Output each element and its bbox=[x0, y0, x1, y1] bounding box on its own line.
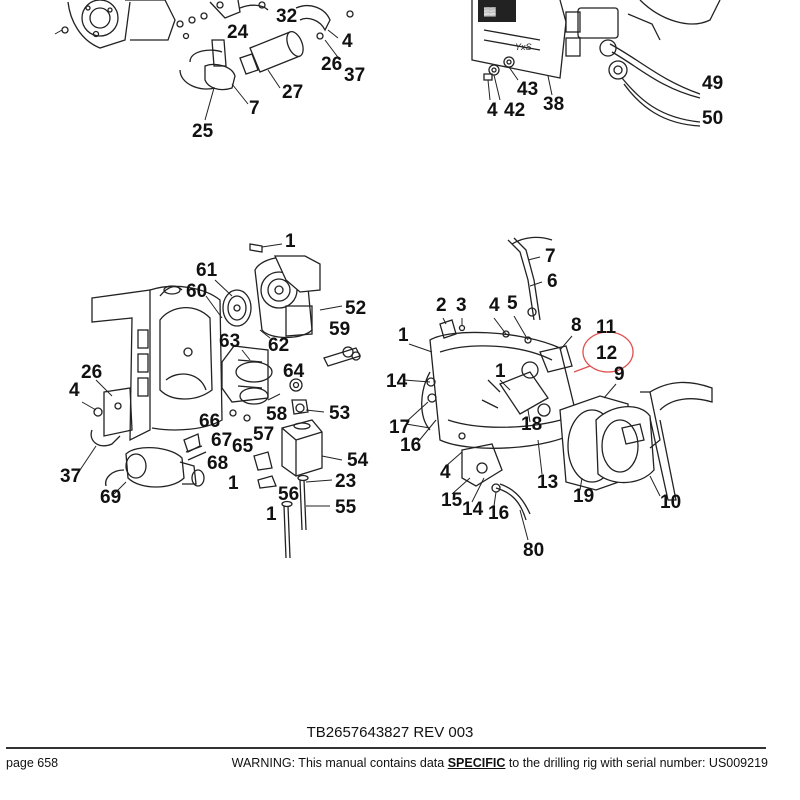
callout-ml-53: 53 bbox=[329, 403, 350, 424]
callout-ml-69: 69 bbox=[100, 487, 121, 508]
callout-tr-49: 49 bbox=[702, 73, 723, 94]
callout-mr-17: 17 bbox=[389, 417, 410, 438]
callout-ml-4: 4 bbox=[69, 380, 80, 401]
callout-ml-26: 26 bbox=[81, 362, 102, 383]
svg-text:▓▓: ▓▓ bbox=[484, 7, 496, 17]
callout-ml-56: 56 bbox=[278, 484, 299, 505]
callout-tl-7: 7 bbox=[249, 98, 260, 119]
callout-mr-11: 11 bbox=[596, 317, 617, 338]
callout-mr-19: 19 bbox=[573, 486, 594, 507]
callout-mr-80: 80 bbox=[523, 540, 544, 561]
footer-warning: WARNING: This manual contains data SPECI… bbox=[232, 756, 768, 770]
callout-ml-67: 67 bbox=[211, 430, 232, 451]
callout-ml-54: 54 bbox=[347, 450, 369, 471]
callout-mr-18: 18 bbox=[521, 414, 542, 435]
callout-tl-24: 24 bbox=[227, 22, 249, 43]
callout-tl-37: 37 bbox=[344, 65, 365, 86]
callout-mr-14: 14 bbox=[386, 371, 408, 392]
page-number: page 658 bbox=[6, 756, 59, 770]
callout-tr-43: 43 bbox=[517, 79, 538, 100]
warning-suffix: to the drilling rig with serial number: … bbox=[505, 756, 768, 770]
callout-ml-60: 60 bbox=[186, 281, 207, 302]
callout-ml-52: 52 bbox=[345, 298, 366, 319]
assembly-top-left bbox=[54, 0, 354, 121]
callout-mr-4: 4 bbox=[489, 295, 500, 316]
callout-mr-10: 10 bbox=[660, 492, 681, 513]
callout-ml-1: 1 bbox=[285, 231, 296, 252]
callout-mr-12: 12 bbox=[596, 343, 617, 364]
callout-mr-16: 16 bbox=[400, 435, 421, 456]
callout-ml-57: 57 bbox=[253, 424, 274, 445]
callout-tl-25: 25 bbox=[192, 121, 214, 142]
callout-ml-59: 59 bbox=[329, 319, 350, 340]
callout-mr-13: 13 bbox=[537, 472, 558, 493]
assembly-middle-right bbox=[403, 236, 713, 541]
callout-tl-26: 26 bbox=[321, 54, 342, 75]
callout-ml-62: 62 bbox=[268, 335, 289, 356]
callout-ml-1c: 1 bbox=[266, 504, 277, 525]
callout-mr-3: 3 bbox=[456, 295, 467, 316]
assembly-top-right: ▓▓ YxS bbox=[471, 0, 721, 127]
callout-ml-68: 68 bbox=[207, 453, 228, 474]
callout-mr-5: 5 bbox=[507, 293, 518, 314]
warning-prefix: WARNING: This manual contains data bbox=[231, 756, 448, 770]
callout-ml-23: 23 bbox=[335, 471, 356, 492]
callout-ml-66: 66 bbox=[199, 411, 220, 432]
callout-mr-8: 8 bbox=[571, 315, 582, 336]
callout-ml-65: 65 bbox=[232, 436, 254, 457]
callout-mr-16b: 16 bbox=[488, 503, 509, 524]
callout-mr-1b: 1 bbox=[495, 361, 506, 382]
callout-ml-58: 58 bbox=[266, 404, 287, 425]
callout-mr-15: 15 bbox=[441, 490, 463, 511]
document-reference: TB2657643827 REV 003 bbox=[306, 724, 474, 741]
warning-emphasis: SPECIFIC bbox=[447, 756, 506, 770]
callout-mr-1: 1 bbox=[398, 325, 409, 346]
callout-mr-2: 2 bbox=[436, 295, 447, 316]
callout-tr-4: 4 bbox=[487, 100, 498, 121]
callout-tl-4: 4 bbox=[342, 31, 353, 52]
callout-ml-1b: 1 bbox=[228, 473, 239, 494]
callout-ml-64: 64 bbox=[283, 361, 305, 382]
callout-tl-32: 32 bbox=[276, 6, 297, 27]
footer-divider bbox=[6, 747, 766, 749]
callout-mr-14b: 14 bbox=[462, 499, 484, 520]
callout-tl-27: 27 bbox=[282, 82, 303, 103]
callout-ml-63: 63 bbox=[219, 331, 240, 352]
callout-ml-55: 55 bbox=[335, 497, 357, 518]
callout-mr-4b: 4 bbox=[440, 462, 451, 483]
callout-tr-42: 42 bbox=[504, 100, 525, 121]
callout-mr-6: 6 bbox=[547, 271, 558, 292]
callout-tr-38: 38 bbox=[543, 94, 564, 115]
callout-ml-61: 61 bbox=[196, 260, 218, 281]
callout-ml-37: 37 bbox=[60, 466, 81, 487]
callout-tr-50: 50 bbox=[702, 108, 723, 129]
callout-mr-7: 7 bbox=[545, 246, 556, 267]
callout-mr-9: 9 bbox=[614, 364, 625, 385]
assembly-middle-left bbox=[79, 243, 361, 559]
